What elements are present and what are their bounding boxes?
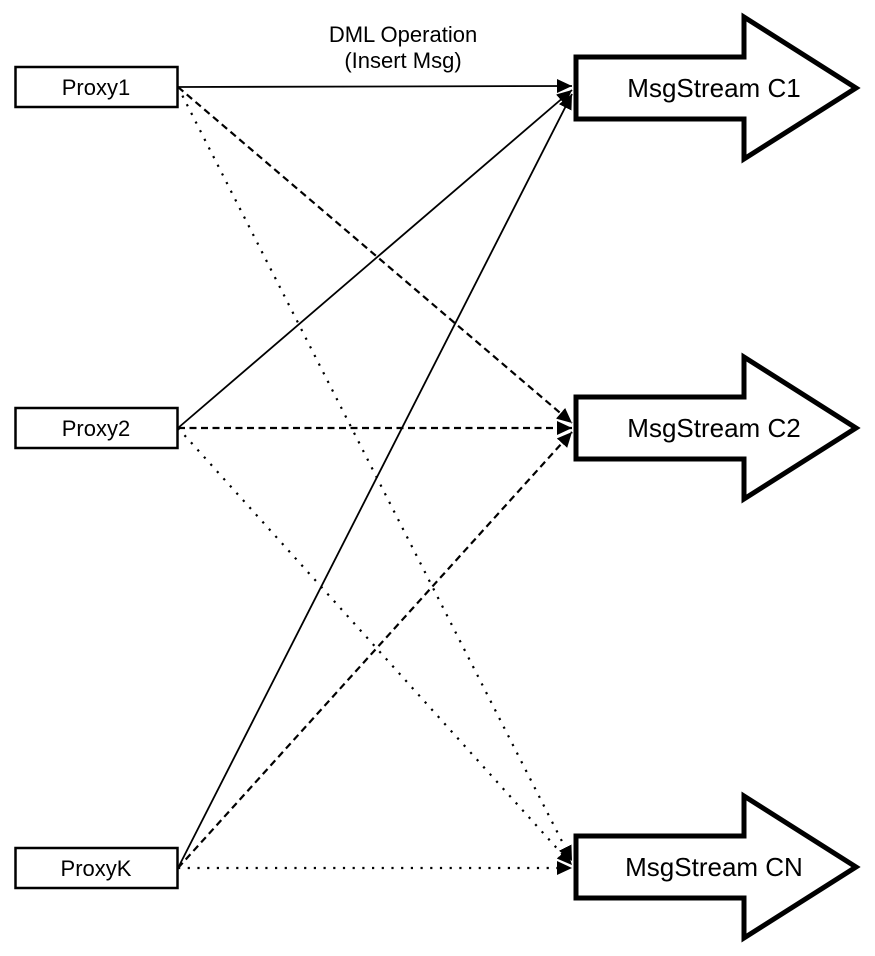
proxyk-box (14, 846, 179, 890)
dml-operation-label-line1: DML Operation (329, 22, 477, 47)
msgstream-c1-label: MsgStream C1 (627, 73, 800, 103)
msgstream-c2-label: MsgStream C2 (627, 413, 800, 443)
msgstream-cn-label: MsgStream CN (625, 852, 803, 882)
proxy1-node: Proxy1 (14, 65, 179, 109)
proxy2-box (14, 406, 179, 450)
proxyk-label: ProxyK (61, 856, 132, 881)
msgstream-c2-node: MsgStream C2 (573, 352, 861, 504)
proxy2-label: Proxy2 (62, 416, 130, 441)
proxy1-label: Proxy1 (62, 75, 130, 100)
msgstream-c1-arrow-shape (573, 12, 861, 164)
msgstream-c2-arrow-shape (573, 352, 861, 504)
msgstream-c1-node: MsgStream C1 (573, 12, 861, 164)
dml-operation-annotation: DML Operation (Insert Msg) (329, 22, 477, 73)
connection-proxy2-to-c1-solid (177, 89, 573, 429)
connection-proxy2-to-cn-dotted (177, 427, 573, 866)
msgstream-cn-arrow-shape (573, 791, 861, 943)
connection-proxy1-to-c2-dashed (177, 86, 573, 424)
connection-proxy1-to-cn-dotted (177, 86, 573, 862)
proxyk-node: ProxyK (14, 846, 179, 890)
proxy1-box (14, 65, 179, 109)
proxy2-node: Proxy2 (14, 406, 179, 450)
msgstream-cn-node: MsgStream CN (573, 791, 861, 943)
dml-operation-label-line2: (Insert Msg) (344, 48, 461, 73)
connection-proxyk-to-c1-solid (177, 93, 573, 869)
connection-proxy1-to-c1-solid (177, 79, 573, 94)
connection-proxyk-to-c2-dashed (177, 431, 573, 869)
